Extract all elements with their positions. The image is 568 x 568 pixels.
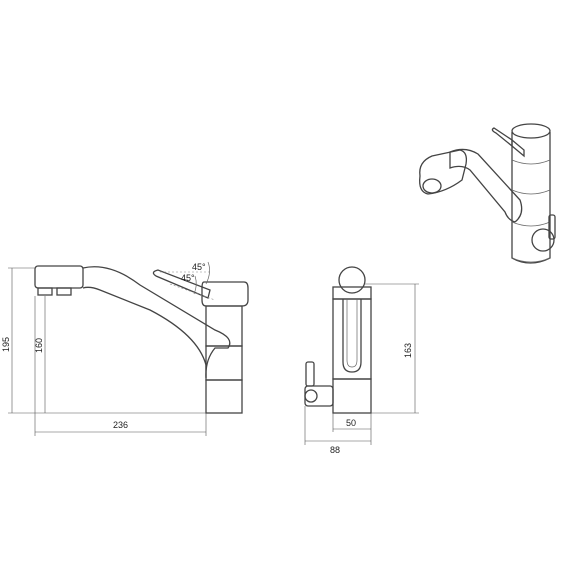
persp-top-lever (491, 127, 513, 148)
spout-nozzle-right (56, 287, 72, 296)
dim-160-label: 160 (34, 338, 44, 353)
persp-top-ellipse (511, 123, 551, 139)
spout-arm (82, 266, 231, 379)
dim-236-label: 236 (113, 420, 128, 430)
persp-lever-stem (511, 139, 525, 158)
front-view: 45° 45° 195 160 236 (1, 261, 249, 436)
side-body-lower (332, 378, 372, 414)
persp-band-1 (511, 159, 551, 165)
side-valve-handle (305, 361, 315, 387)
persp-side-valve (531, 228, 555, 252)
lever-handle (152, 269, 211, 299)
persp-spout-arm (449, 148, 523, 223)
body-section-mid (205, 345, 243, 381)
angle-label-lower: 45° (181, 273, 195, 283)
persp-base (511, 257, 551, 263)
perspective-view (419, 123, 556, 264)
body-section-base (205, 379, 243, 414)
body-cap (201, 281, 249, 307)
persp-spout-head (419, 149, 468, 195)
dim-88-label: 88 (330, 445, 340, 455)
spout-nozzle-left (37, 287, 53, 296)
body-section-top (205, 305, 243, 347)
angle-arc-upper (205, 261, 210, 285)
side-spout-tube-inner (346, 299, 358, 368)
dim-50-label: 50 (346, 418, 356, 428)
angle-label-upper: 45° (192, 262, 206, 272)
side-spout-tube (342, 299, 362, 373)
persp-side-valve-handle (548, 214, 556, 240)
side-top-knob (338, 266, 366, 294)
angle-arc-lower (193, 275, 197, 295)
persp-band-2 (511, 189, 551, 195)
persp-nozzle (422, 178, 442, 194)
dim-195-label: 195 (1, 337, 11, 352)
side-view: 163 50 88 (304, 266, 419, 455)
persp-band-3 (511, 221, 551, 227)
side-valve-cap (304, 389, 318, 403)
side-valve-body (304, 385, 334, 407)
dim-163-label: 163 (403, 343, 413, 358)
spout-head (34, 265, 84, 289)
